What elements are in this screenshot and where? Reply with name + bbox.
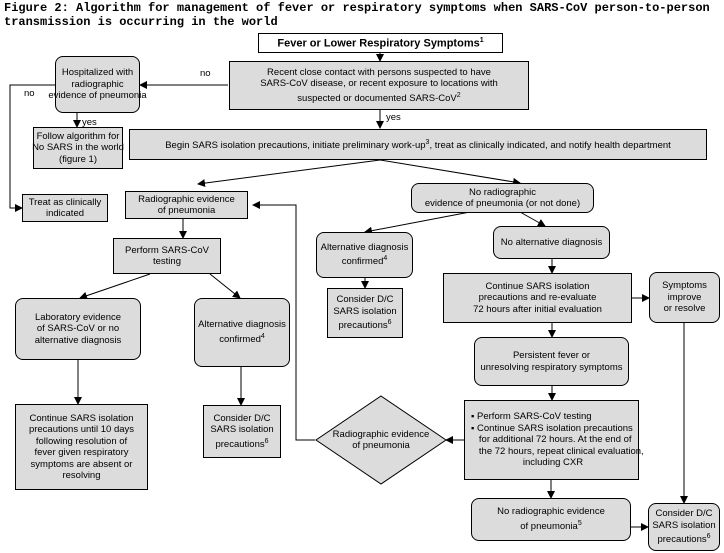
node-alt-diagnosis-mid: Alternative diagnosis confirmed4 xyxy=(316,232,413,278)
arrow-testing-to-alt-left xyxy=(209,273,241,299)
node-diamond-label: Radiographic evidence of pneumonia xyxy=(332,428,430,452)
node-continue-10-days: Continue SARS isolation precautions unti… xyxy=(15,404,148,490)
label-no-contact: no xyxy=(200,68,211,79)
figure-title-line-1: Figure 2: Algorithm for management of fe… xyxy=(4,1,710,15)
node-no-radiographic: No radiographic evidence of pneumonia (o… xyxy=(411,183,594,213)
node-fever: Fever or Lower Respiratory Symptoms1 xyxy=(258,33,503,53)
node-persistent-fever: Persistent fever or unresolving respirat… xyxy=(474,337,629,386)
node-begin-isolation: Begin SARS isolation precautions, initia… xyxy=(129,129,707,160)
arrow-noradio-to-noalt xyxy=(519,211,546,227)
node-contact: Recent close contact with persons suspec… xyxy=(229,61,529,110)
figure-title: Figure 2: Algorithm for management of fe… xyxy=(4,1,720,29)
node-consider-left: Consider D/C SARS isolation precautions6 xyxy=(203,405,281,458)
node-symptoms-improve: Symptoms improve or resolve xyxy=(649,272,720,323)
arrow-noradio-to-altmid xyxy=(364,211,471,235)
label-no-hospitalized: no xyxy=(24,88,35,99)
figure-title-line-2: transmission is occurring in the world xyxy=(4,15,278,29)
label-yes-hospitalized: yes xyxy=(82,117,97,128)
arrow-begin-to-noradio xyxy=(379,159,521,186)
arrow-begin-to-radio xyxy=(197,159,381,188)
arrow-hospitalized-to-treat xyxy=(9,84,55,212)
node-no-alternative: No alternative diagnosis xyxy=(493,226,610,259)
decision-diamond xyxy=(315,395,447,485)
node-continue-72: Continue SARS isolation precautions and … xyxy=(443,273,632,323)
node-consider-right: Consider D/C SARS isolation precautions6 xyxy=(648,503,720,551)
arrow-diamond-to-radio xyxy=(252,201,315,441)
node-treat: Treat as clinically indicated xyxy=(22,194,108,222)
arrow-testing-to-lab xyxy=(79,273,151,300)
node-no-radiographic-bottom: No radiographic evidence of pneumonia5 xyxy=(471,498,631,541)
node-consider-mid: Consider D/C SARS isolation precautions6 xyxy=(327,288,403,338)
node-radiographic-evidence: Radiographic evidence of pneumonia xyxy=(125,191,248,219)
node-perform-bullets: ▪ Perform SARS-CoV testing ▪ Continue SA… xyxy=(464,400,644,480)
node-hospitalized: Hospitalized with radiographic evidence … xyxy=(48,56,147,113)
label-yes-contact: yes xyxy=(386,112,401,123)
node-follow-algorithm: Follow algorithm for No SARS in the worl… xyxy=(32,127,124,169)
node-alt-diagnosis-left: Alternative diagnosis confirmed4 xyxy=(194,298,290,367)
node-perform-testing: Perform SARS-CoV testing xyxy=(113,238,221,274)
node-lab-evidence: Laboratory evidence of SARS-CoV or no al… xyxy=(15,298,141,360)
